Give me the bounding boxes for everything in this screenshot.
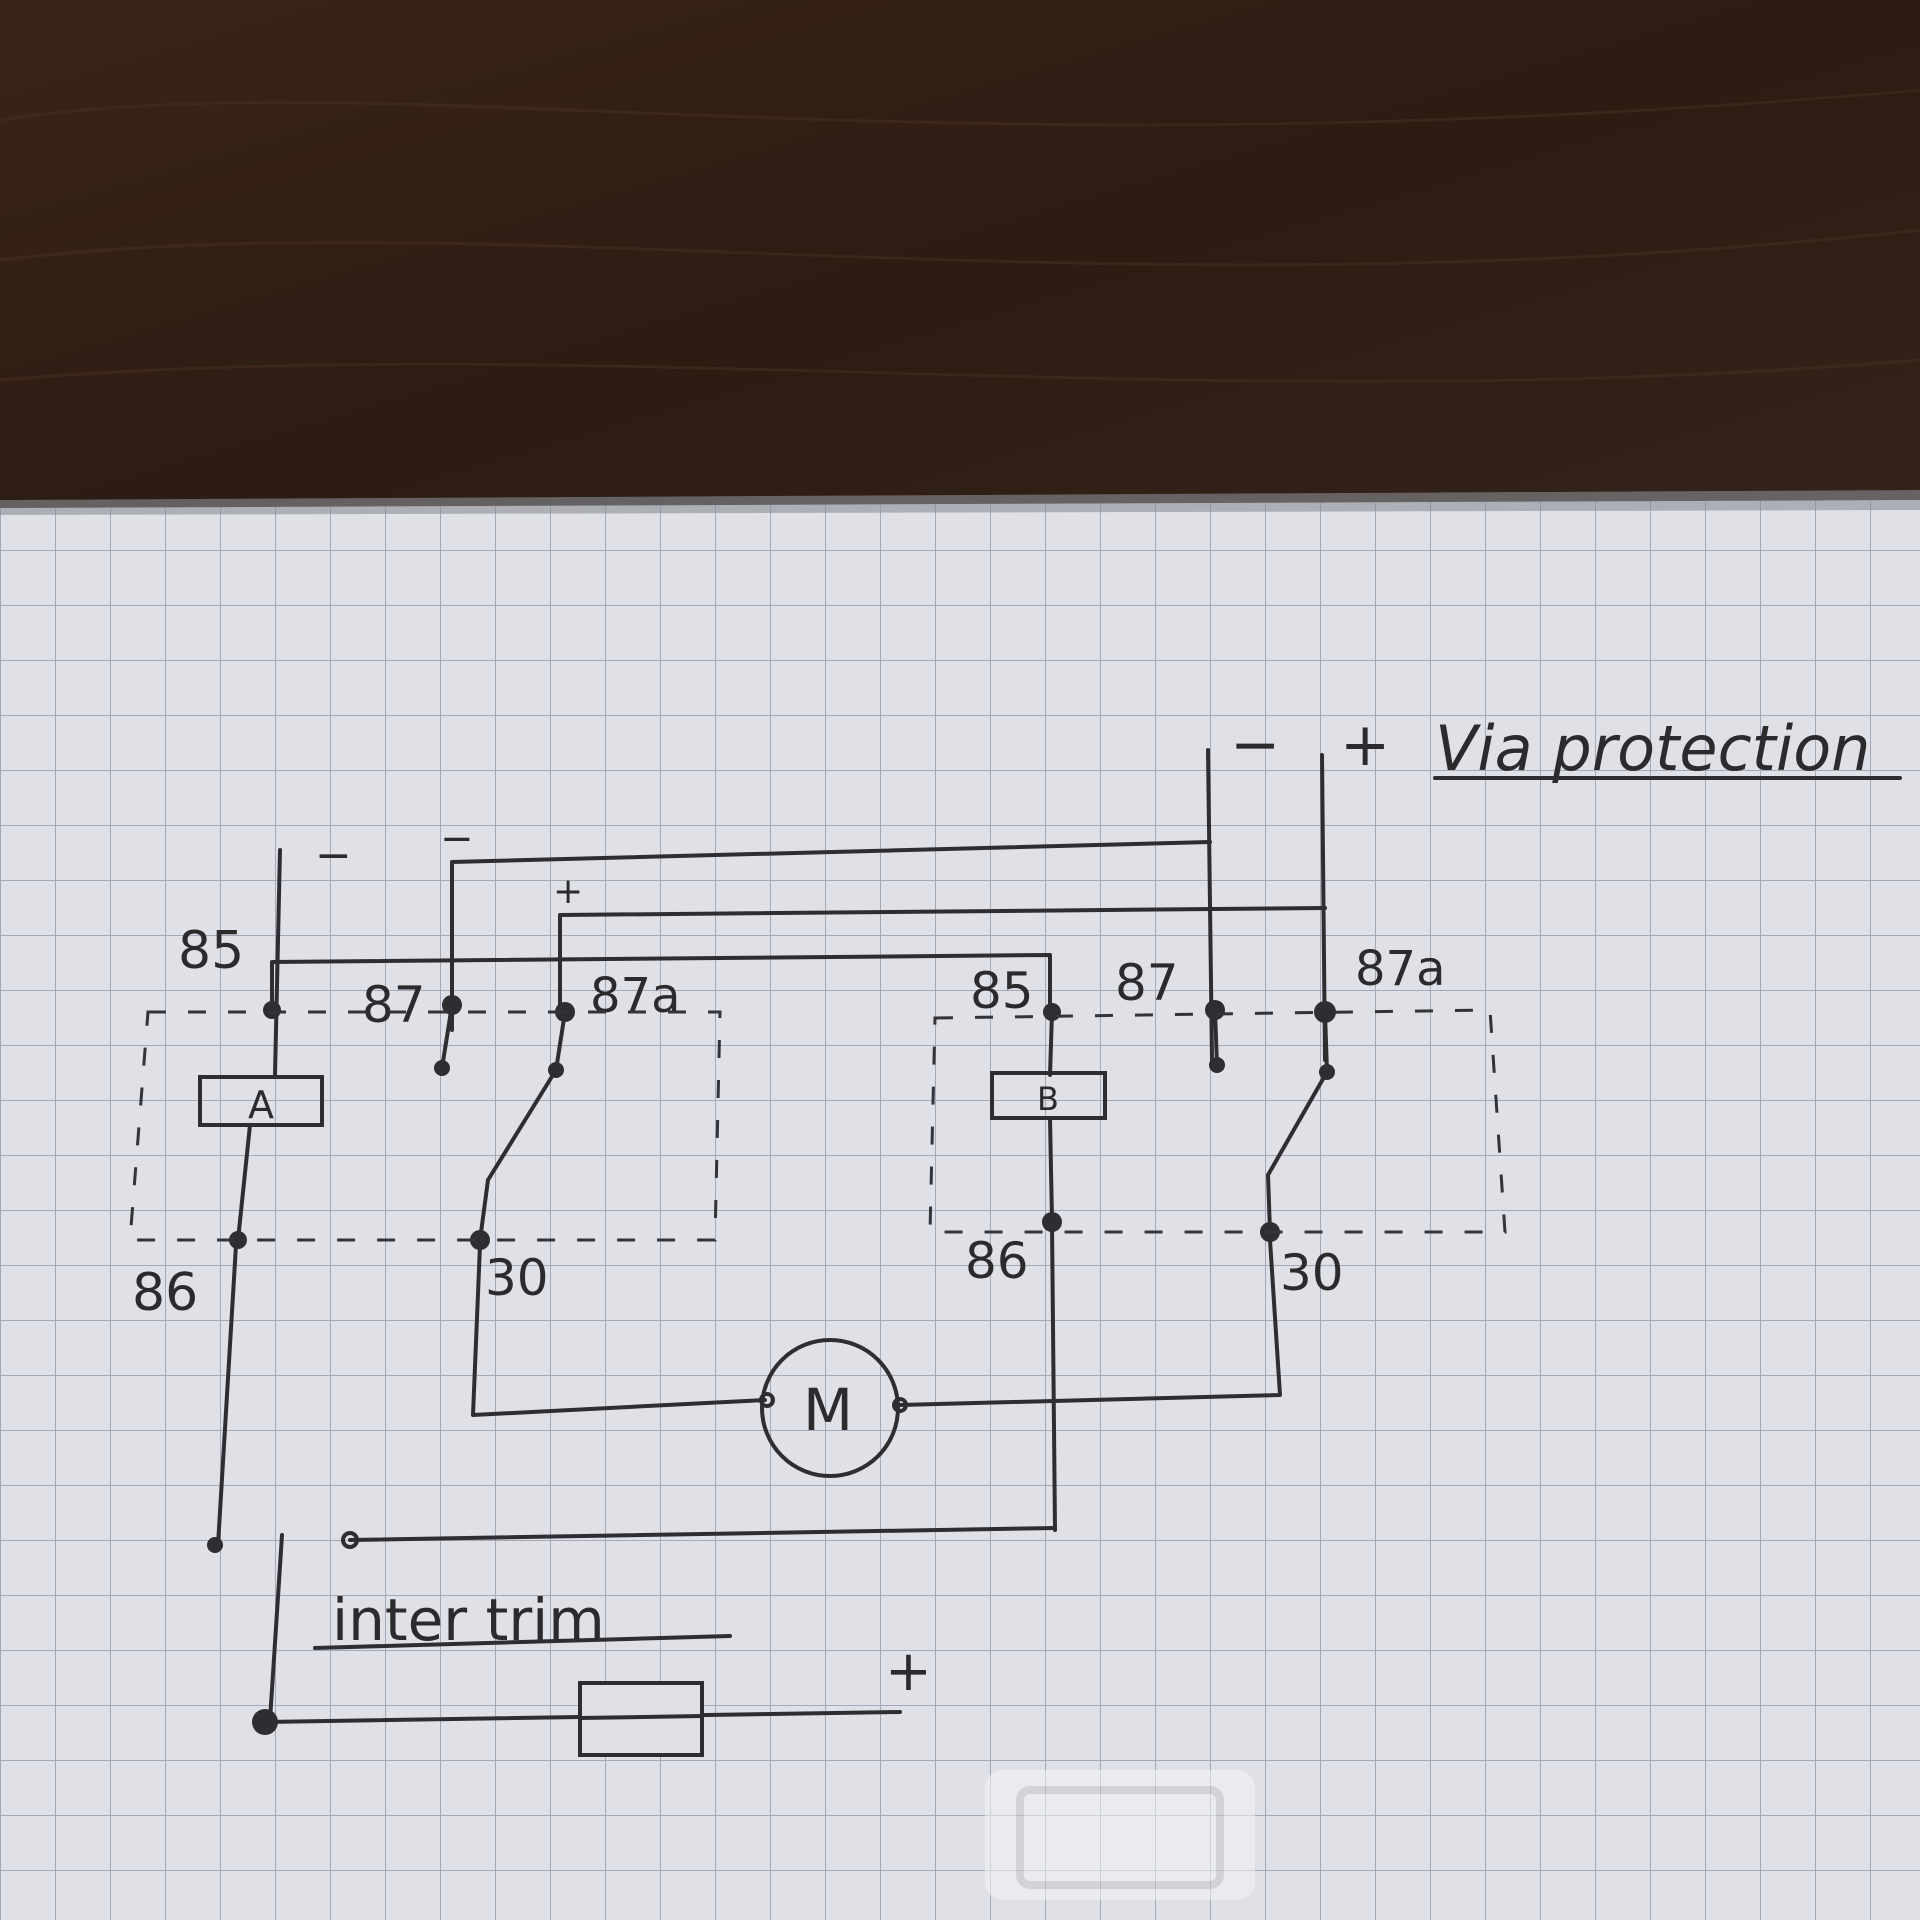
motor-terminal-right [892,1397,908,1413]
relay-b-87a-contact [1323,1010,1329,1074]
motor: M [759,1338,908,1478]
relay-a-coil [198,1075,324,1127]
relay-b-housing [928,1008,1507,1234]
relay-a: 85 − A 86 87 87a 30 [128,830,722,1553]
supply-plus-label: + [1340,710,1390,780]
relay-b-30-label: 30 [1280,1244,1344,1302]
relay-b-85-lead [1048,1010,1054,1077]
motor-label: M [803,1376,853,1444]
smudge-stamp [985,1770,1255,1900]
relay-a-87a-label: 87a [590,968,681,1024]
relay-b-87-contact [1213,1008,1219,1067]
relay-b-87-label: 87 [1115,954,1179,1012]
relay-b-85-label: 85 [970,962,1034,1020]
relay-a-85-node [263,1001,281,1019]
relay-b: 85 B 86 87 87a 30 [928,941,1507,1532]
relay-a-86-to-switch [216,1243,238,1547]
relay-b-86-lead [1048,1116,1054,1222]
paper-edge-shadow [0,490,1920,515]
relay-a-85-minus-label: − [315,830,352,881]
switch-body [268,1533,284,1722]
supply-label: Via protection [1435,712,1870,785]
relay-b-86-to-switch [1050,1223,1057,1532]
relay-a-86-lead [236,1123,252,1242]
motor-terminal-left [759,1392,775,1408]
relay-b-name: B [1037,1080,1059,1118]
motor-wire-right [898,1238,1282,1407]
paper-grid [0,500,1920,1920]
plus-bus [558,906,1327,1012]
relay-a-87-contact [440,1003,454,1070]
minus-bus [450,840,1212,1032]
relay-b-switch-arm [1266,1070,1329,1177]
relay-a85-to-b85-bus [270,953,1052,1012]
relay-a-86-node [229,1231,247,1249]
switch-contact-node [341,1531,359,1549]
relay-a-30-label: 30 [485,1249,549,1307]
switch-top-node [207,1537,223,1553]
relay-a-87a-contact [554,1010,567,1072]
motor-wire-left [471,1243,767,1417]
supply-minus-label: − [1230,710,1280,780]
relay-a-name: A [248,1083,274,1127]
motor-body [760,1338,900,1478]
relay-b-86-label: 86 [965,1232,1029,1290]
fuse-element [578,1714,704,1720]
relay-b-86-node [1042,1212,1062,1232]
plus-bus-label: + [553,871,583,912]
minus-bus-label: − [440,816,474,862]
table-background [0,0,1920,560]
relay-a-85-lead [273,848,282,1077]
relay-b-87-contact-end [1209,1057,1225,1073]
relay-a-86-label: 86 [132,1263,198,1323]
relay-a-85-label: 85 [178,921,244,981]
relay-a-30-node [470,1230,490,1250]
relay-a-housing [128,1010,722,1242]
switch-line-to-b86 [348,1526,1057,1542]
relay-a-switch-arm [486,1068,558,1182]
relay-b-87a-label: 87a [1355,941,1446,997]
wood-grain [0,88,1920,384]
relay-a-87-contact-end [434,1060,450,1076]
relay-a-30-lead [478,1178,490,1242]
switch-label-underline [313,1634,732,1650]
relay-a-87-label: 87 [362,976,426,1034]
fuse-plus-label: + [885,1639,932,1704]
